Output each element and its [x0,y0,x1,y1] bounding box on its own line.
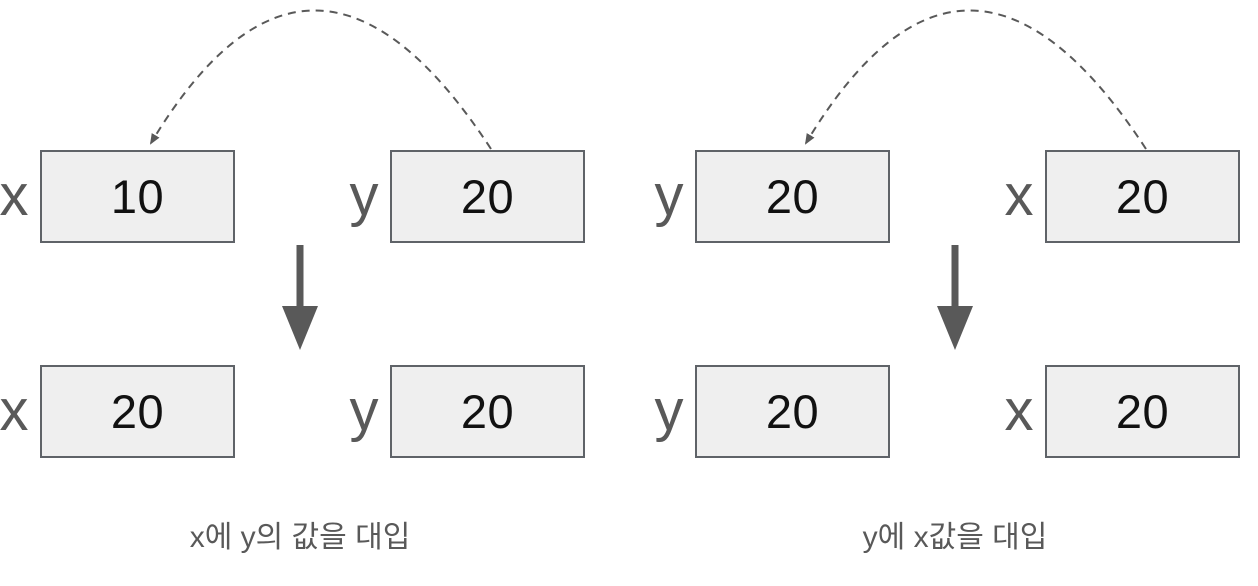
variable-cell-top-left: y 20 [655,150,890,243]
variable-value: 20 [1115,385,1170,438]
variable-cell-bottom-right: y 20 [350,365,585,458]
panel-caption: x에 y의 값을 대입 [189,521,411,554]
variable-value: 20 [1115,170,1170,223]
panel-assign-x-to-y: y 20 x 20 y 20 x 20 y에 x값을 대입 [655,0,1258,586]
variable-cell-bottom-left: y 20 [655,365,890,458]
down-arrow-icon [937,245,973,350]
variable-label: y [349,377,379,443]
value-box: 20 [40,365,235,458]
variable-cell-bottom-right: x 20 [1005,365,1240,458]
value-box: 20 [1045,150,1240,243]
variable-label: x [1004,162,1034,228]
arrows-layer [149,9,492,350]
dashed-copy-arrow-icon [149,9,492,150]
variable-cell-bottom-left: x 20 [0,365,235,458]
variable-value: 20 [765,170,820,223]
value-box: 10 [40,150,235,243]
variable-label: x [0,377,29,443]
variable-cell-top-left: x 10 [0,150,235,243]
variable-label: y [349,162,379,228]
variable-value: 20 [460,385,515,438]
value-box: 20 [1045,365,1240,458]
variable-label: y [654,162,684,228]
variable-value: 20 [460,170,515,223]
value-box: 20 [695,150,890,243]
value-box: 20 [390,365,585,458]
variable-label: x [1004,377,1034,443]
variable-cell-top-right: y 20 [350,150,585,243]
variable-label: x [0,162,29,228]
panel-assign-y-to-x: x 10 y 20 x 20 y 20 x에 y의 값을 대입 [0,0,603,586]
value-box: 20 [390,150,585,243]
variable-cell-top-right: x 20 [1005,150,1240,243]
variable-label: y [654,377,684,443]
variable-value: 20 [110,385,165,438]
down-arrow-icon [282,245,318,350]
panel-caption: y에 x값을 대입 [862,521,1048,554]
variable-value: 10 [110,170,165,223]
variable-value: 20 [765,385,820,438]
dashed-copy-arrow-icon [804,9,1147,150]
arrows-layer [804,9,1147,350]
value-box: 20 [695,365,890,458]
